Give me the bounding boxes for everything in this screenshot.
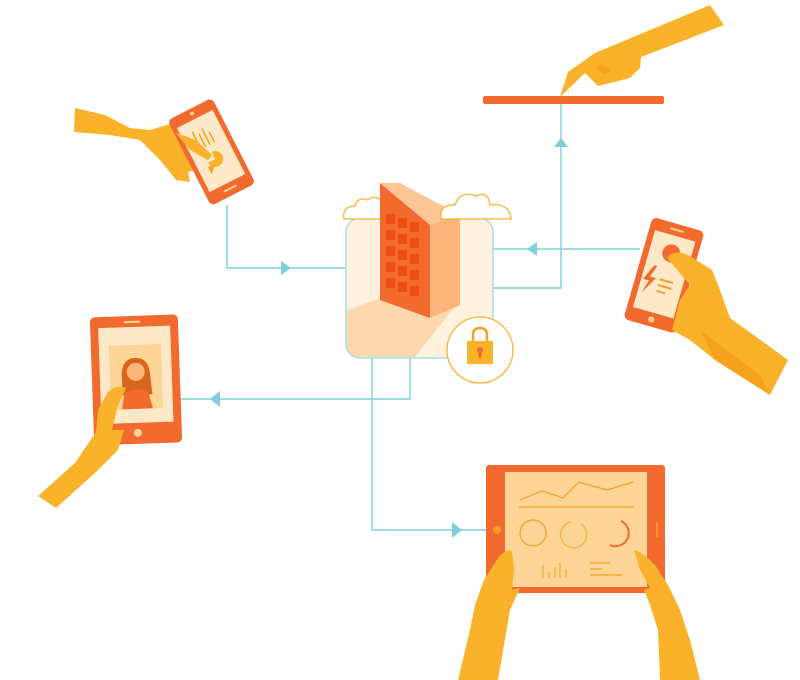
pie-chart-icon — [208, 151, 224, 167]
left-hand-icon — [458, 550, 520, 680]
building-side — [430, 215, 460, 318]
hand-icon — [38, 386, 126, 508]
arrow-left-icon — [210, 391, 220, 407]
ring-chart-icon — [560, 521, 588, 549]
connector-top-left — [226, 205, 346, 269]
pointing-hand-icon — [560, 5, 724, 97]
tablet-screen — [505, 472, 647, 587]
hand-icon — [74, 108, 210, 182]
ring-chart-icon — [609, 520, 630, 548]
cloud-icon — [343, 196, 385, 220]
hand-shadow — [700, 330, 770, 395]
tablet-home-button — [133, 428, 142, 437]
lightning-icon — [641, 265, 658, 293]
pie-slice — [208, 163, 216, 175]
connector-bottom — [371, 358, 487, 531]
lock-shackle — [471, 326, 489, 342]
ring-chart-icon — [519, 519, 547, 547]
right-hand-icon — [634, 550, 700, 680]
text-lines-icon — [590, 562, 622, 576]
person-face — [126, 362, 145, 381]
tablet-speaker — [123, 320, 141, 324]
building-top — [380, 183, 460, 225]
right-phone[interactable] — [623, 217, 788, 395]
building-windows — [386, 214, 419, 296]
left-tablet[interactable] — [38, 314, 183, 508]
connector-left — [180, 358, 411, 400]
phone-camera — [190, 111, 195, 116]
arrows — [210, 138, 568, 538]
arrow-left-icon — [527, 242, 537, 256]
top-left-phone[interactable] — [74, 98, 256, 206]
hand-shade — [595, 64, 612, 74]
touch-surface — [483, 96, 664, 104]
cloud-icon — [440, 193, 512, 220]
phone-button — [648, 316, 655, 323]
finger — [176, 133, 212, 160]
top-right-touchbar[interactable] — [483, 5, 724, 104]
text-lines-icon — [656, 278, 674, 295]
hand-icon — [667, 252, 788, 395]
phone-speaker — [669, 227, 684, 233]
mini-bar-chart-icon — [542, 563, 567, 578]
line-chart-icon — [519, 481, 634, 501]
lock-keyhole-stem — [478, 350, 482, 358]
connectors — [180, 102, 640, 531]
arrow-up-icon — [554, 138, 568, 147]
person-body — [122, 389, 153, 410]
phone-screen — [176, 109, 246, 193]
arrow-right-icon — [281, 261, 291, 275]
cloud-building[interactable] — [343, 183, 514, 384]
phone-speaker — [223, 184, 237, 193]
bottom-tablet[interactable] — [458, 465, 700, 680]
tablet-camera — [493, 526, 501, 534]
connector-top-right — [493, 102, 562, 289]
arrow-right-icon — [452, 522, 462, 538]
